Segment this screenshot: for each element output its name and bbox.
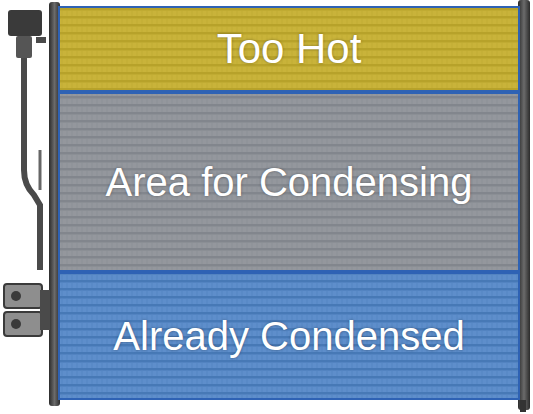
band-label: Already Condensed bbox=[113, 314, 464, 358]
band-label: Too Hot bbox=[217, 26, 362, 72]
band-label: Area for Condensing bbox=[106, 160, 473, 204]
region-band: Area for Condensing bbox=[58, 92, 520, 272]
region-band: Already Condensed bbox=[58, 272, 520, 400]
region-band: Too Hot bbox=[58, 6, 520, 92]
